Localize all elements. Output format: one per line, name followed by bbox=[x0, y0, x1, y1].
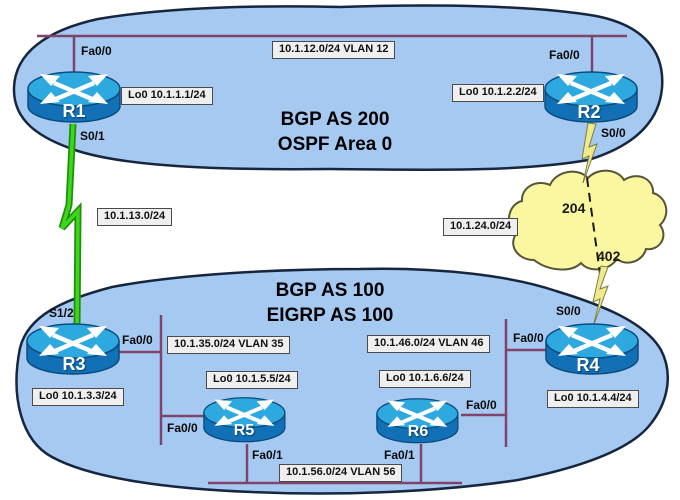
iface-r6-fa00: Fa0/0 bbox=[466, 398, 497, 412]
as100-title: BGP AS 100 EIGRP AS 100 bbox=[225, 278, 435, 328]
router-label-r3: R3 bbox=[62, 354, 86, 374]
net-vlan35: 10.1.35.0/24 VLAN 35 bbox=[167, 336, 291, 354]
net-24: 10.1.24.0/24 bbox=[443, 218, 519, 236]
iface-r1-fa00: Fa0/0 bbox=[81, 44, 112, 58]
dlci-204: 204 bbox=[562, 200, 586, 216]
iface-r4-fa00: Fa0/0 bbox=[513, 331, 544, 345]
iface-r4-s00: S0/0 bbox=[556, 304, 581, 318]
loopback-r2: Lo0 10.1.2.2/24 bbox=[452, 84, 544, 102]
as200-title-line1: BGP AS 200 bbox=[280, 109, 390, 130]
net-vlan46: 10.1.46.0/24 VLAN 46 bbox=[367, 335, 491, 353]
iface-r2-fa00: Fa0/0 bbox=[549, 48, 580, 62]
iface-r6-fa01: Fa0/1 bbox=[384, 448, 415, 462]
as200-title-line2: OSPF Area 0 bbox=[277, 134, 393, 155]
loopback-r4: Lo0 10.1.4.4/24 bbox=[547, 390, 639, 408]
iface-r5-fa01: Fa0/1 bbox=[252, 448, 283, 462]
iface-r3-s12: S1/2 bbox=[49, 306, 74, 320]
router-label-r4: R4 bbox=[576, 355, 600, 375]
net-13: 10.1.13.0/24 bbox=[97, 208, 173, 226]
serial-bolt-r2 bbox=[581, 122, 598, 184]
router-label-r2: R2 bbox=[577, 102, 601, 122]
iface-r1-s01: S0/1 bbox=[80, 129, 105, 143]
as100-title-line1: BGP AS 100 bbox=[275, 280, 385, 301]
as200-area-blob bbox=[12, 4, 664, 172]
iface-r5-fa00: Fa0/0 bbox=[167, 421, 198, 435]
frame-relay-cloud bbox=[507, 169, 668, 271]
frame-relay-dashed-line bbox=[586, 177, 601, 275]
loopback-r6: Lo0 10.1.6.6/24 bbox=[379, 370, 471, 388]
serial-link-r1-r3-core bbox=[60, 123, 80, 328]
iface-r2-s00: S0/0 bbox=[601, 126, 626, 140]
router-label-r6: R6 bbox=[407, 423, 429, 440]
net-vlan12: 10.1.12.0/24 VLAN 12 bbox=[272, 41, 396, 59]
loopback-r5: Lo0 10.1.5.5/24 bbox=[206, 371, 298, 389]
serial-bolt-r4 bbox=[592, 265, 609, 328]
ethernet-links bbox=[37, 34, 627, 485]
loopback-r1: Lo0 10.1.1.1/24 bbox=[121, 87, 213, 105]
as100-title-line2: EIGRP AS 100 bbox=[266, 305, 394, 326]
loopback-r3: Lo0 10.1.3.3/24 bbox=[32, 388, 124, 406]
router-label-r5: R5 bbox=[233, 422, 255, 439]
iface-r3-fa00: Fa0/0 bbox=[122, 333, 153, 347]
dlci-402: 402 bbox=[597, 248, 621, 264]
router-label-r1: R1 bbox=[62, 101, 86, 121]
net-vlan56: 10.1.56.0/24 VLAN 56 bbox=[279, 464, 403, 482]
as200-title: BGP AS 200 OSPF Area 0 bbox=[230, 107, 440, 157]
